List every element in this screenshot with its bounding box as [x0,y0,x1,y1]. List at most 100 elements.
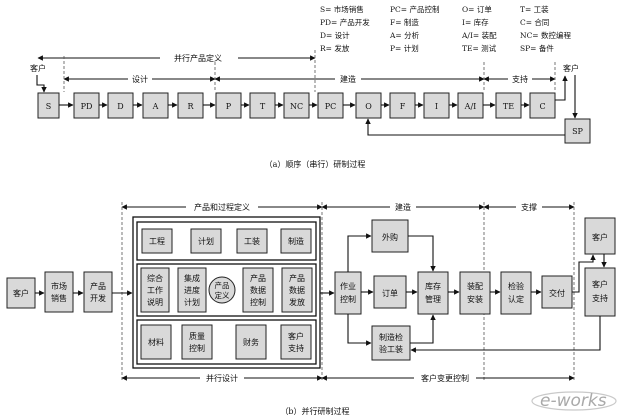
svg-text:工程: 工程 [149,237,165,246]
svg-text:计划: 计划 [198,236,214,246]
svg-text:客户: 客户 [592,232,608,242]
legend-item: I= 库存 [462,17,489,27]
svg-text:R: R [187,102,194,111]
customer-change-control-label: 客户变更控制 [421,373,469,383]
svg-text:支持: 支持 [592,293,608,303]
svg-text:销售: 销售 [51,293,67,303]
svg-text:产品: 产品 [289,273,305,283]
svg-text:材料: 材料 [148,337,164,347]
svg-text:客户: 客户 [13,288,29,298]
watermark-logo: e-works [531,391,617,411]
product-development-box: 产品 开发 [83,271,113,313]
legend: S= 市场销售 PC= 产品控制 O= 订单 T= 工装 PD= 产品开发 F=… [320,4,571,53]
svg-text:S: S [46,102,51,111]
legend-item: A/I= 装配 [461,30,497,40]
svg-text:O: O [365,102,372,111]
concurrent-design-label: 并行设计 [206,373,238,383]
materials-box: 材料 [140,324,172,360]
purchase-box: 外购 [371,219,409,253]
svg-text:外购: 外购 [382,232,398,242]
phase-definition-label: 产品和过程定义 [194,202,250,212]
svg-text:控制: 控制 [189,343,205,353]
market-sales-box: 市场 销售 [44,271,74,313]
svg-text:库存: 库存 [425,281,441,291]
legend-item: NC= 数控编程 [520,30,571,40]
tooling-box: 工装 [236,228,268,254]
legend-item: A= 分析 [389,30,420,40]
svg-text:C: C [539,102,545,111]
svg-text:市场: 市场 [51,281,67,291]
legend-item: F= 制造 [390,17,419,27]
svg-text:A: A [152,102,159,111]
svg-text:SP: SP [572,127,583,136]
caption-a: （a）顺序（串行）研制过程 [265,159,366,169]
svg-text:TE: TE [503,102,514,111]
svg-text:管理: 管理 [425,294,441,304]
process-box-a: A [142,92,169,119]
svg-text:I: I [435,102,438,111]
legend-item: O= 订单 [462,4,492,14]
phase-support-label-b: 支撑 [521,202,537,212]
svg-text:安装: 安装 [467,294,483,304]
svg-text:开发: 开发 [90,293,106,303]
caption-b: （b）并行研制过程 [280,406,349,416]
process-box-c: C [529,92,556,119]
svg-text:订单: 订单 [382,288,398,298]
manufacturing-box: 制造 [280,228,312,254]
process-box-i: I [423,92,450,119]
process-box-o: O [355,92,382,119]
integrated-work-statement-box: 综合 工作 说明 [140,267,170,313]
process-box-s: S [37,92,60,119]
phase-build-label-b: 建造 [395,202,411,212]
process-box-sp: SP [564,118,591,144]
customer-label-right: 客户 [563,63,579,73]
svg-text:T: T [260,102,266,111]
customer-support-box-right: 客户 支持 [584,267,616,317]
process-box-t: T [249,92,276,119]
finance-box: 财务 [235,324,267,360]
svg-text:发放: 发放 [289,297,305,307]
job-control-box: 作业 控制 [334,271,362,315]
svg-text:验工装: 验工装 [379,344,403,354]
delivery-box: 交付 [541,275,573,309]
svg-text:交付: 交付 [549,288,565,298]
svg-text:制造: 制造 [288,236,304,246]
legend-item: PC= 产品控制 [390,4,439,14]
svg-text:进度: 进度 [184,285,200,295]
integrated-schedule-box: 集成 进度 计划 [177,267,207,313]
svg-text:说明: 说明 [147,297,163,307]
assembly-install-box: 装配 安装 [459,271,491,315]
legend-item: SP= 备件 [520,43,554,53]
legend-item: D= 设计 [320,30,350,40]
customer-box: 客户 [6,277,36,309]
process-box-pc: PC [317,92,344,119]
process-box-pd: PD [73,92,100,119]
svg-text:客户: 客户 [288,331,304,341]
customer-box-right: 客户 [584,217,616,255]
process-box-r: R [177,92,204,119]
customer-support-inner-box: 客户 支持 [280,324,312,360]
manufacturing-inspection-tooling-box: 制造检 验工装 [371,325,411,361]
svg-text:产品: 产品 [90,281,106,291]
process-box-te: TE [495,92,522,119]
sequential-process: 并行产品定义 客户 设计 建造 支持 S PD D [30,50,591,169]
svg-text:NC: NC [290,102,303,111]
svg-text:数据: 数据 [289,285,305,295]
product-data-control-box: 产品 数据 控制 [242,267,274,313]
svg-text:检验: 检验 [508,281,524,291]
inspection-certification-box: 检验 认定 [500,271,532,315]
process-box-p: P [215,92,242,119]
phase-support-label: 支持 [512,74,528,84]
svg-text:制造检: 制造检 [379,332,403,342]
process-box-ai: A/I [457,92,484,119]
svg-text:财务: 财务 [243,337,259,347]
svg-text:工作: 工作 [147,285,163,295]
legend-item: S= 市场销售 [320,4,364,14]
product-definition-circle: 产品 定义 [208,276,236,304]
svg-text:控制: 控制 [250,297,266,307]
legend-item: TE= 测试 [462,43,497,53]
svg-text:PD: PD [81,102,93,111]
svg-text:产品: 产品 [215,280,230,290]
svg-text:支持: 支持 [288,343,304,353]
